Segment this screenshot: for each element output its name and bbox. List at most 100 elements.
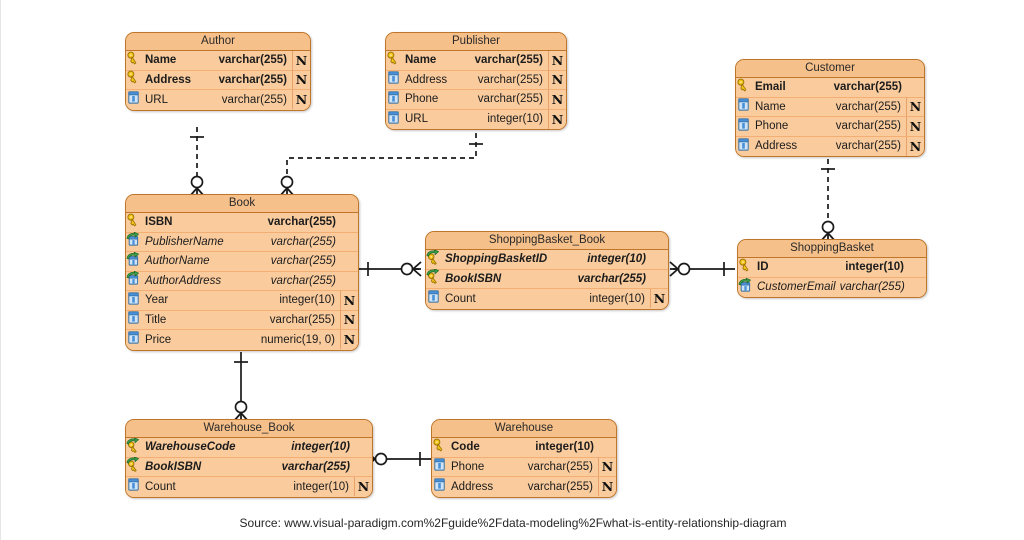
column-type: varchar(255)	[270, 274, 336, 287]
column-icon	[736, 117, 755, 136]
column-name: Address	[145, 73, 192, 86]
column-type: integer(10)	[589, 292, 645, 305]
column-type: varchar(255)	[527, 460, 593, 473]
primary-foreign-key-icon	[426, 249, 445, 269]
entity-title-book: Book	[126, 195, 358, 213]
column-name: Phone	[405, 93, 439, 106]
column-name: WarehouseCode	[145, 441, 236, 454]
column-icon	[736, 97, 755, 116]
key-icon	[126, 213, 145, 232]
column-name: Price	[145, 333, 172, 346]
entity-title-shoppingbasket_book: ShoppingBasket_Book	[426, 232, 668, 250]
entity-title-warehouse_book: Warehouse_Book	[126, 420, 372, 438]
column-row[interactable]: ShoppingBasketID integer(10)	[426, 249, 668, 270]
source-caption: Source: www.visual-paradigm.com%2Fguide%…	[239, 516, 787, 530]
entity-title-publisher: Publisher	[386, 33, 566, 51]
column-name: ShoppingBasketID	[445, 253, 548, 266]
column-name: Name	[755, 100, 786, 113]
connector-shoppingbasket-shoppingbasketbook	[669, 261, 735, 277]
not-null-marker: N	[906, 116, 924, 136]
column-name: Count	[445, 292, 476, 305]
foreign-key-arrow-icon	[126, 232, 145, 251]
column-type: varchar(255)	[218, 73, 287, 86]
not-null-marker: N	[340, 310, 358, 330]
not-null-marker: N	[598, 457, 616, 477]
column-name: Count	[145, 480, 176, 493]
column-icon	[432, 477, 451, 496]
column-name: URL	[145, 93, 169, 106]
column-type: varchar(255)	[270, 235, 336, 248]
column-icon	[426, 289, 445, 308]
column-type: varchar(255)	[267, 216, 336, 229]
column-row[interactable]: Count integer(10) N	[426, 289, 668, 309]
not-null-marker: N	[906, 136, 924, 156]
not-null-marker	[651, 250, 668, 269]
column-type: integer(10)	[587, 253, 646, 266]
key-icon	[126, 70, 145, 89]
not-null-marker: N	[340, 290, 358, 310]
column-type: varchar(255)	[269, 313, 335, 326]
column-name: CustomerEmail	[757, 281, 836, 294]
column-icon	[386, 90, 405, 109]
primary-foreign-key-icon	[426, 268, 445, 288]
entity-title-shoppingbasket: ShoppingBasket	[738, 240, 926, 258]
column-type: varchar(255)	[270, 255, 336, 268]
connector-book-warehousebook	[233, 352, 249, 422]
column-row[interactable]: PublisherName varchar(255)	[126, 232, 358, 252]
not-null-marker: N	[354, 477, 372, 497]
column-type: varchar(255)	[527, 480, 593, 493]
column-name: Address	[451, 480, 494, 493]
not-null-marker: N	[650, 289, 668, 309]
column-type: varchar(255)	[221, 93, 287, 106]
column-icon	[736, 137, 755, 156]
column-name: ID	[757, 261, 769, 274]
connector-book-shoppingbasketbook	[359, 261, 422, 277]
column-icon	[126, 310, 145, 329]
column-icon	[432, 457, 451, 476]
column-name: PublisherName	[145, 235, 224, 248]
key-icon	[432, 438, 451, 457]
not-null-marker	[909, 258, 926, 277]
